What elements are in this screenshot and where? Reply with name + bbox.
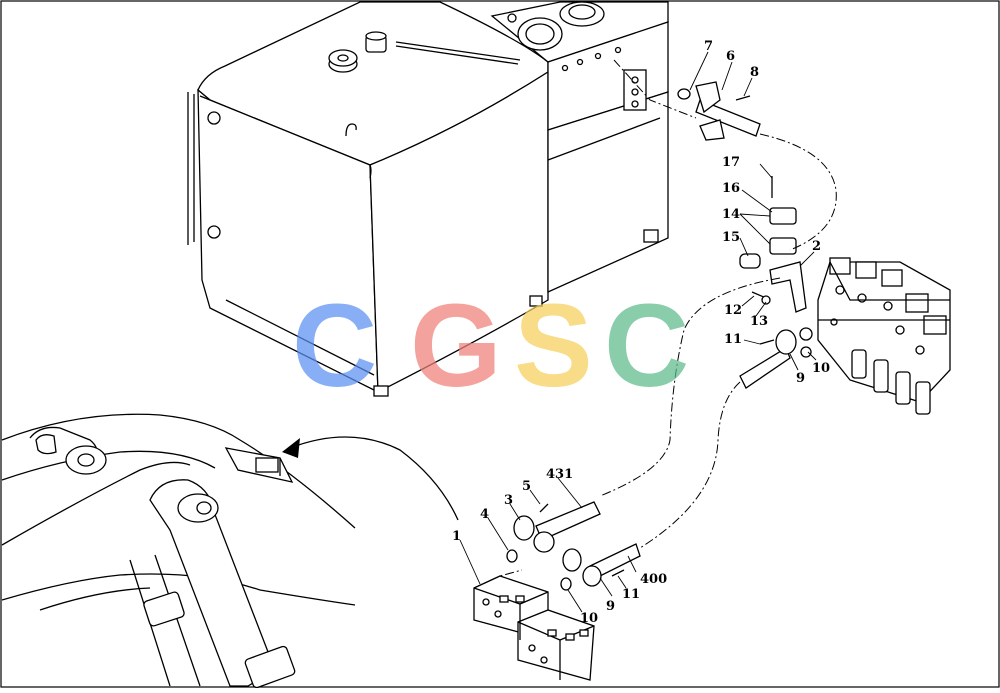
- watermark-letter-s: S: [514, 280, 593, 412]
- callout-14: 14: [722, 207, 740, 222]
- callout-8: 8: [750, 65, 759, 80]
- bolt-icon: [539, 95, 775, 577]
- callout-3: 3: [504, 493, 513, 508]
- watermark-letter-c2: C: [604, 280, 689, 412]
- callout-10: 10: [812, 361, 830, 376]
- callout-17: 17: [722, 155, 740, 170]
- watermark-letter-g: G: [410, 280, 502, 412]
- callout-4: 4: [480, 507, 489, 522]
- callout-12: 12: [724, 303, 742, 318]
- valve-block-icon: [473, 575, 595, 681]
- callout-15: 15: [722, 230, 740, 245]
- callout-9: 9: [796, 371, 805, 386]
- leader-lines: [459, 51, 817, 613]
- callout-5: 5: [522, 479, 531, 494]
- pump-cabinet-icon: [490, 1, 669, 294]
- callout-1: 1: [452, 529, 461, 544]
- callout-431: 431: [546, 467, 573, 482]
- callout-16: 16: [722, 181, 740, 196]
- hydraulic-tank-icon: [187, 1, 549, 397]
- watermark-letter-c1: C: [292, 280, 377, 412]
- callout-6: 6: [726, 49, 735, 64]
- hose-routing-lines: [473, 59, 837, 589]
- callout-11b: 11: [622, 587, 640, 602]
- callout-9b: 9: [606, 599, 615, 614]
- callout-labels: 7 6 8 17 16 14 15 2 12 13 11 9 10 431 3 …: [452, 39, 830, 626]
- callout-400: 400: [640, 572, 667, 587]
- callout-10b: 10: [580, 611, 598, 626]
- direction-arrow-icon: [282, 436, 459, 521]
- watermark: C G S C: [292, 280, 689, 412]
- washer-icon: [506, 295, 812, 591]
- callout-7: 7: [704, 39, 713, 54]
- callout-13: 13: [750, 314, 768, 329]
- pipe-clamp-icon: [513, 81, 813, 587]
- boom-arm-icon: [1, 413, 356, 689]
- callout-2: 2: [812, 239, 821, 254]
- callout-11: 11: [724, 332, 742, 347]
- control-valve-icon: [817, 257, 951, 415]
